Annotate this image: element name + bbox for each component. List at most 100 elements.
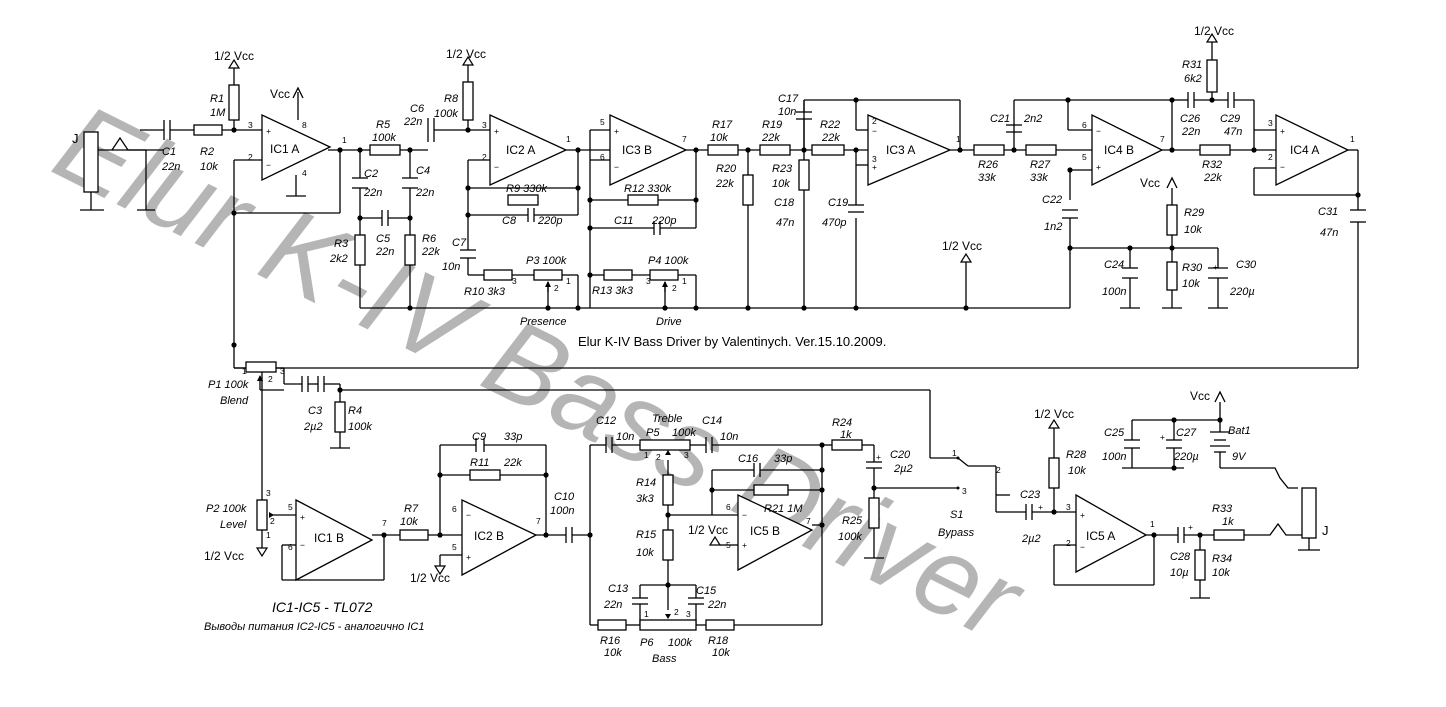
r19-value: 22k <box>761 132 780 144</box>
p6-value: 100k <box>668 637 692 649</box>
r7-label: R7 <box>404 503 419 515</box>
r20-value: 22k <box>715 178 734 190</box>
ic5b-label: IC5 B <box>750 524 780 538</box>
title: Elur K-IV Bass Driver by Valentinych. Ve… <box>578 334 886 349</box>
pin-number: 8 <box>302 120 307 130</box>
r4-label: R4 <box>348 405 362 417</box>
c22-label: C22 <box>1042 194 1062 206</box>
pin-number: 7 <box>382 518 387 528</box>
pin-number: 3 <box>872 154 877 164</box>
c12-value: 10n <box>616 431 634 443</box>
c30-label: C30 <box>1236 259 1257 271</box>
pin-number: 3 <box>266 488 271 498</box>
r24-value: 1k <box>840 429 852 441</box>
c22-value: 1n2 <box>1044 221 1062 233</box>
ic5a-triangle <box>1075 493 1148 574</box>
c30-value: 220µ <box>1229 286 1255 298</box>
c31-label: C31 <box>1318 206 1338 218</box>
p3-label: P3 100k <box>526 255 567 267</box>
r2-value: 10k <box>200 161 218 173</box>
pin-number: 2 <box>872 116 877 126</box>
pin-number: 6 <box>288 542 293 552</box>
pin-number: 1 <box>566 276 571 286</box>
pin-number: 6 <box>726 502 731 512</box>
pin-number: 7 <box>1160 134 1165 144</box>
pin-numbers: 3 2 1 8 4 3 2 1 5 6 7 3 2 1 3 2 1 2 3 1 … <box>242 116 1355 619</box>
svg-text:+: + <box>1280 126 1285 136</box>
half-vcc-label: 1/2 Vcc <box>942 239 982 253</box>
c25-value: 100n <box>1102 451 1126 463</box>
treble-label: Treble <box>652 413 682 425</box>
pin-number: 5 <box>726 540 731 550</box>
c29-label: C29 <box>1220 113 1240 125</box>
r13-label: R13 3k3 <box>592 285 634 297</box>
pin-number: 3 <box>512 276 517 286</box>
r30-value: 10k <box>1182 278 1200 290</box>
c27-label: C27 <box>1176 427 1197 439</box>
c6-label: C6 <box>410 103 425 115</box>
r8-value: 100k <box>434 108 458 120</box>
ic1b-triangle <box>295 498 374 582</box>
c18-value: 47n <box>776 217 794 229</box>
pin-number: 5 <box>452 542 457 552</box>
r32-label: R32 <box>1202 159 1222 171</box>
half-vcc-label: 1/2 Vcc <box>688 523 728 537</box>
c13-label: C13 <box>608 583 629 595</box>
c14-label: C14 <box>702 415 722 427</box>
bass-label: Bass <box>652 653 677 665</box>
p1-label: P1 100k <box>208 379 249 391</box>
pin-number: 1 <box>342 135 347 145</box>
svg-text:+: + <box>1096 162 1101 172</box>
footnote-power: Выводы питания IC2-IC5 - аналогично IC1 <box>204 621 424 633</box>
r26-label: R26 <box>978 159 999 171</box>
c19-value: 470p <box>822 217 846 229</box>
r6-value: 22k <box>421 246 440 258</box>
bypass-label: Bypass <box>938 527 975 539</box>
half-vcc-label: 1/2 Vcc <box>1034 407 1074 421</box>
c28-label: C28 <box>1170 551 1191 563</box>
r28-value: 10k <box>1068 465 1086 477</box>
ic2b-label: IC2 B <box>474 529 504 543</box>
c1-label: C1 <box>162 146 176 158</box>
svg-text:−: − <box>466 510 471 520</box>
svg-text:+: + <box>614 126 619 136</box>
r23-label: R23 <box>772 163 793 175</box>
c4-value: 22n <box>415 187 434 199</box>
pin-number: 1 <box>952 448 957 458</box>
pin-number: 1 <box>644 609 649 619</box>
ic4b-label: IC4 B <box>1104 143 1134 157</box>
r17-label: R17 <box>712 119 733 131</box>
pin-number: 1 <box>566 134 571 144</box>
half-vcc-label: 1/2 Vcc <box>1194 24 1234 38</box>
jack-in-label: J <box>72 131 79 146</box>
svg-text:−: − <box>872 126 877 136</box>
c23-label: C23 <box>1020 489 1041 501</box>
svg-text:−: − <box>742 510 747 520</box>
c21-value: 2n2 <box>1023 113 1042 125</box>
svg-text:+: + <box>872 162 877 172</box>
presence-label: Presence <box>520 316 566 328</box>
r11-value: 22k <box>503 457 522 469</box>
svg-text:+: + <box>494 126 499 136</box>
c20-value: 2µ2 <box>893 463 913 475</box>
r33-label: R33 <box>1212 503 1233 515</box>
svg-text:+: + <box>466 552 471 562</box>
r14-value: 3k3 <box>636 493 655 505</box>
r32-value: 22k <box>1203 172 1222 184</box>
c27-value: 220µ <box>1173 451 1199 463</box>
r24-label: R24 <box>832 417 852 429</box>
r1-value: 1M <box>210 107 226 119</box>
r15-label: R15 <box>636 529 657 541</box>
pin-number: 2 <box>554 283 559 293</box>
svg-text:+: + <box>300 512 305 522</box>
c24-value: 100n <box>1102 286 1126 298</box>
r11-label: R11 <box>470 457 489 469</box>
r30-label: R30 <box>1182 262 1203 274</box>
pin-number: 1 <box>266 530 271 540</box>
pin-number: 2 <box>248 152 253 162</box>
ic1b-label: IC1 B <box>314 531 344 545</box>
jack-out-label: J <box>1322 523 1329 538</box>
pin-number: 5 <box>1082 152 1087 162</box>
c9-label: C9 <box>472 431 486 443</box>
pin-number: 7 <box>682 134 687 144</box>
